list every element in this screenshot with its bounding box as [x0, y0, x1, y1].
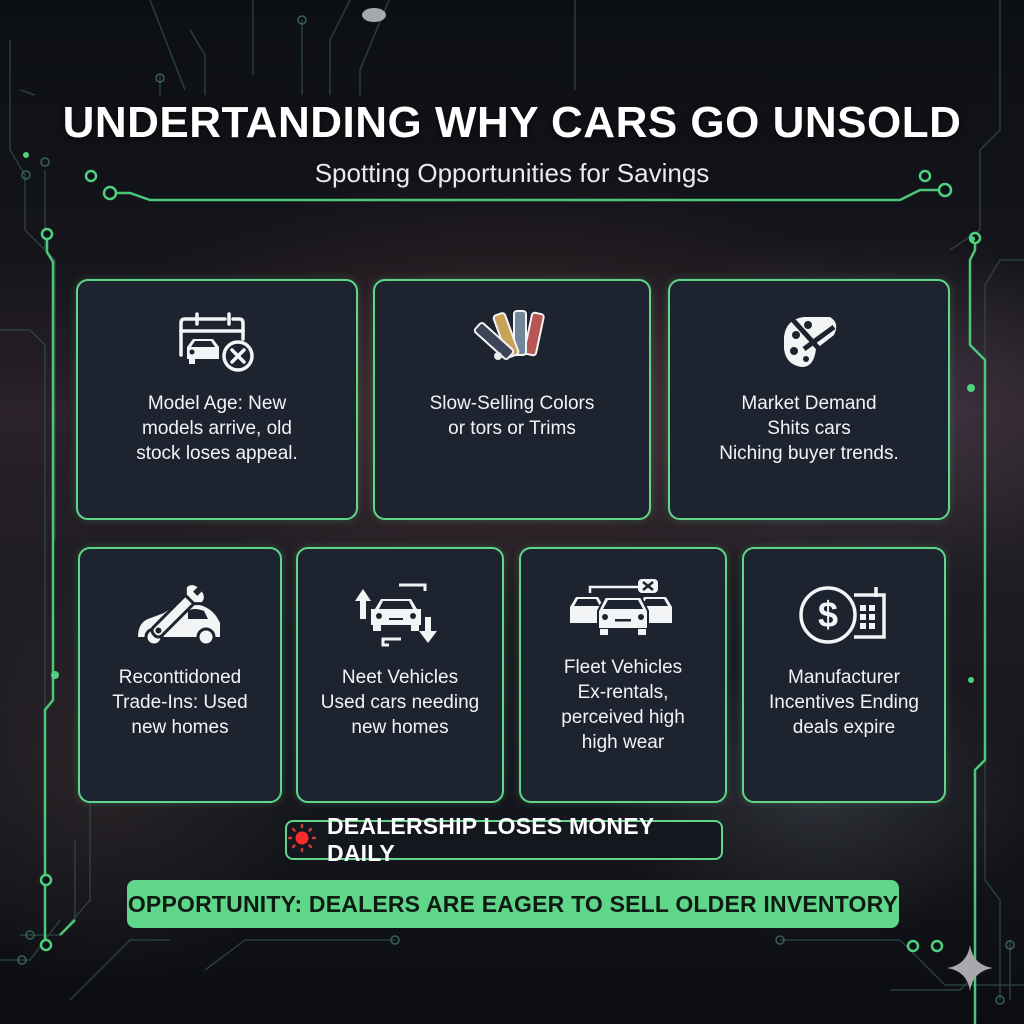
card-text-line: Reconttidoned — [118, 667, 242, 688]
card-text-line: Model Age: New — [147, 393, 287, 414]
card-text-line: Trade-Ins: Used — [112, 692, 248, 713]
card-text-line: Niching buyer trends. — [719, 443, 899, 464]
svg-text:$: $ — [818, 594, 838, 635]
page-title: UNDERTANDING WHY CARS GO UNSOLD — [62, 98, 962, 147]
opportunity-banner: OPPORTUNITY: DEALERS ARE EAGER TO SELL O… — [127, 880, 899, 928]
card-text-line: Manufacturer — [788, 667, 900, 688]
card-text-line: stock loses appeal. — [136, 443, 298, 464]
wrench-car-icon — [134, 583, 226, 647]
card-text-line: Ex-rentals, — [577, 682, 669, 703]
card-reconditioned-trade-ins: Reconttidoned Trade-Ins: Used new homes — [78, 547, 282, 803]
card-text-line: Neet Vehicles — [341, 667, 459, 688]
alert-banner: DEALERSHIP LOSES MONEY DAILY — [285, 813, 723, 866]
calendar-car-x-icon — [177, 309, 257, 373]
card-text-line: or tors or Trims — [448, 418, 576, 439]
card-text-line: Shits cars — [767, 418, 851, 439]
card-text-line: Market Demand — [741, 393, 877, 414]
card-text-line: Incentives Ending — [769, 692, 919, 713]
opportunity-label: OPPORTUNITY: DEALERS ARE EAGER TO SELL O… — [127, 890, 899, 917]
page-subtitle: Spotting Opportunities for Savings — [314, 158, 710, 188]
card-text-line: Fleet Vehicles — [563, 657, 683, 678]
card-neet-vehicles: Neet Vehicles Used cars needing new home… — [296, 547, 504, 803]
dollar-calendar-icon: $ — [796, 583, 892, 647]
card-text-line: models arrive, old — [142, 418, 292, 439]
palette-crossed-icon — [774, 309, 844, 373]
fleet-cars-x-icon — [568, 575, 678, 639]
card-manufacturer-incentives: $ Manufacturer Incentives Ending deals e… — [742, 547, 946, 803]
card-text-line: deals expire — [792, 717, 896, 738]
car-exchange-arrows-icon — [353, 583, 447, 647]
card-text-line: perceived high — [561, 707, 685, 728]
card-text-line: new homes — [131, 717, 229, 738]
sparkle-icon — [947, 945, 993, 991]
card-text-line: new homes — [351, 717, 449, 738]
card-market-demand: Market Demand Shits cars Niching buyer t… — [668, 279, 950, 520]
card-text-line: high wear — [581, 732, 665, 753]
card-model-age: Model Age: New models arrive, old stock … — [76, 279, 358, 520]
card-text-line: Slow-Selling Colors — [429, 393, 595, 414]
red-alert-light-icon — [287, 823, 317, 858]
card-fleet-vehicles: Fleet Vehicles Ex-rentals, perceived hig… — [519, 547, 727, 803]
card-slow-selling-colors: Slow-Selling Colors or tors or Trims — [373, 279, 651, 520]
color-swatches-icon — [470, 309, 554, 373]
card-text-line: Used cars needing — [320, 692, 480, 713]
alert-label: DEALERSHIP LOSES MONEY DAILY — [327, 813, 654, 866]
